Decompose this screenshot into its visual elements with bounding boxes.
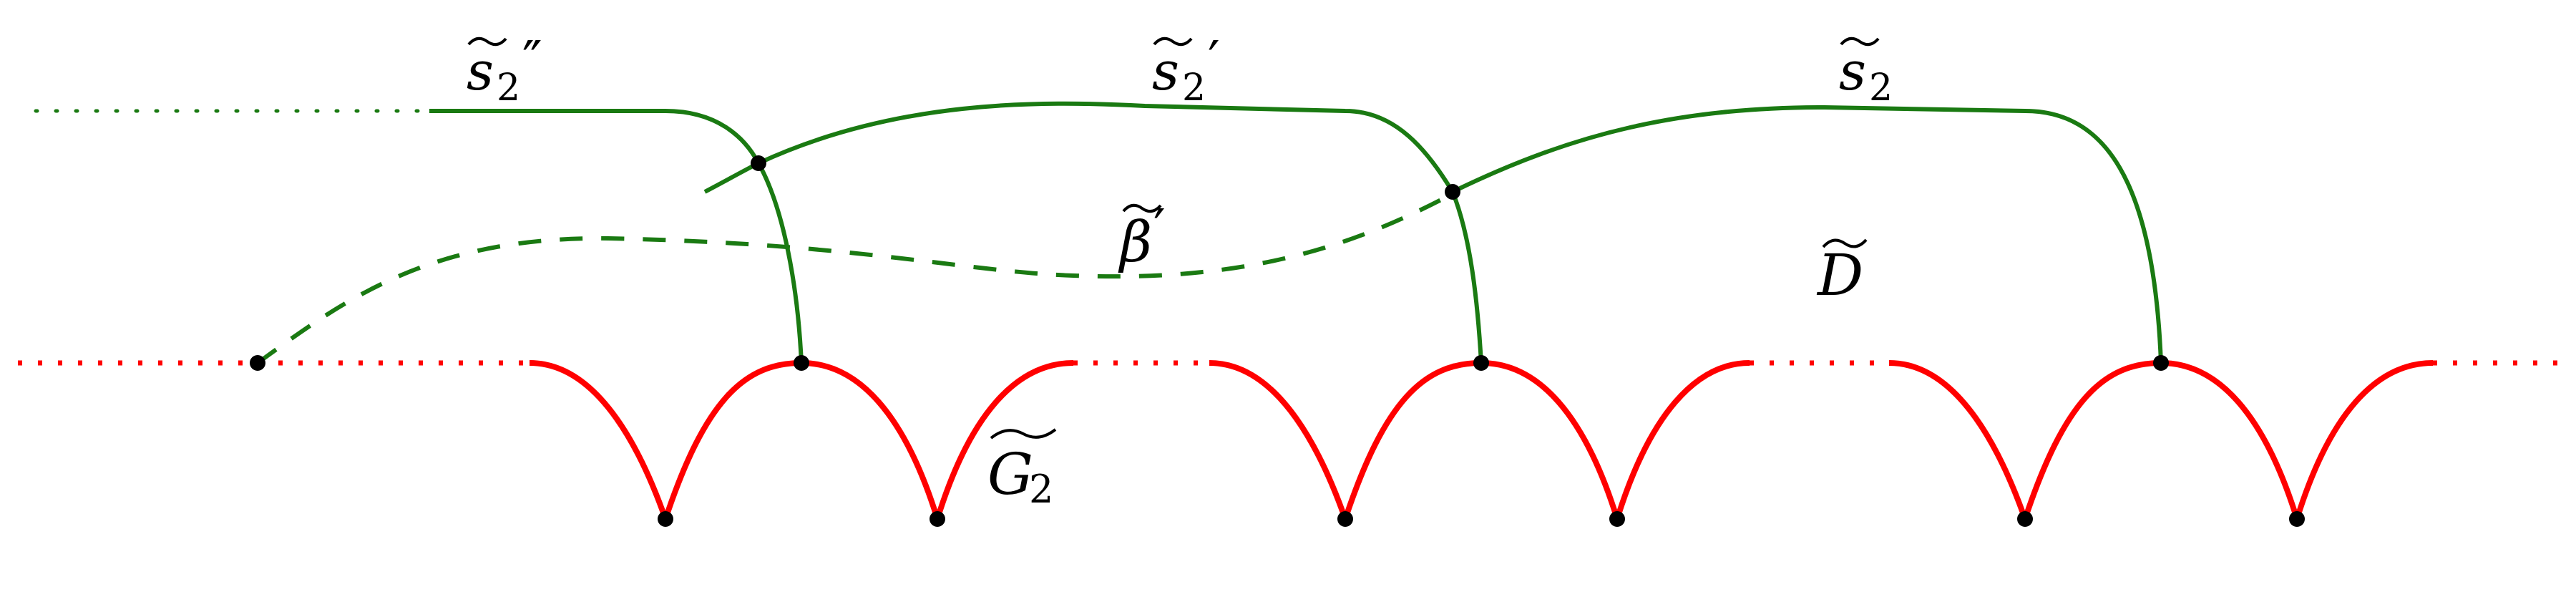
svg-text:″: ″ xyxy=(522,30,542,92)
svg-text:D: D xyxy=(1816,242,1863,309)
tilde-mark xyxy=(1153,37,1193,47)
red-arc-3c xyxy=(2294,360,2434,520)
node-bottom-3a xyxy=(2017,511,2033,527)
svg-text:′: ′ xyxy=(1208,30,1220,92)
red-arc-2c xyxy=(1614,360,1750,520)
node-bottom-2a xyxy=(1337,511,1353,527)
svg-text:s: s xyxy=(1839,41,1866,102)
node-bottom-1a xyxy=(658,511,673,527)
node-bottom-1b xyxy=(930,511,945,527)
red-arc-1c xyxy=(935,360,1074,520)
wide-tilde-mark xyxy=(990,428,1057,440)
red-arc-2b xyxy=(1342,360,1620,520)
svg-text:2: 2 xyxy=(497,67,520,110)
node-bottom-2b xyxy=(1609,511,1625,527)
svg-text:′: ′ xyxy=(1153,198,1166,260)
red-arc-2a xyxy=(1209,360,1348,520)
green-curve-s2-double-prime xyxy=(429,109,804,364)
green-curve-s2-prime xyxy=(703,101,1483,364)
node-crossing-1 xyxy=(751,155,766,171)
tilde-mark xyxy=(467,37,507,47)
label-D: D xyxy=(1816,238,1868,309)
red-arc-3a xyxy=(1888,360,2028,520)
label-G2: G 2 xyxy=(987,428,1057,512)
svg-text:β: β xyxy=(1118,210,1152,275)
svg-text:2: 2 xyxy=(1182,67,1206,110)
svg-text:G: G xyxy=(987,441,1033,508)
node-crossing-2 xyxy=(1445,184,1460,200)
tilde-mark xyxy=(1822,238,1868,248)
label-beta-prime: β ′ xyxy=(1118,198,1166,275)
green-dashed-curve-beta-prime xyxy=(256,190,1458,365)
tilde-mark xyxy=(1122,203,1162,213)
node-top-3 xyxy=(2153,355,2169,371)
label-s2-prime: s 2 ′ xyxy=(1152,30,1220,110)
svg-text:s: s xyxy=(1152,41,1179,102)
nodes xyxy=(250,155,2305,527)
label-s2-double-prime: s 2 ″ xyxy=(467,30,542,110)
node-bottom-3b xyxy=(2289,511,2305,527)
node-top-2 xyxy=(1473,355,1489,371)
svg-text:s: s xyxy=(467,41,494,102)
label-s2: s 2 xyxy=(1839,37,1893,110)
green-solid-curves xyxy=(429,101,2163,364)
red-arc-1b xyxy=(663,360,940,520)
green-curve-s2 xyxy=(1451,105,2163,364)
red-arc-1a xyxy=(529,360,668,520)
red-arcs xyxy=(529,360,2434,520)
svg-text:2: 2 xyxy=(1869,67,1893,110)
red-arc-3b xyxy=(2022,360,2300,520)
svg-text:2: 2 xyxy=(1029,467,1053,512)
node-top-1 xyxy=(794,355,809,371)
tilde-mark xyxy=(1840,37,1880,47)
node-dashed-start xyxy=(250,355,265,371)
